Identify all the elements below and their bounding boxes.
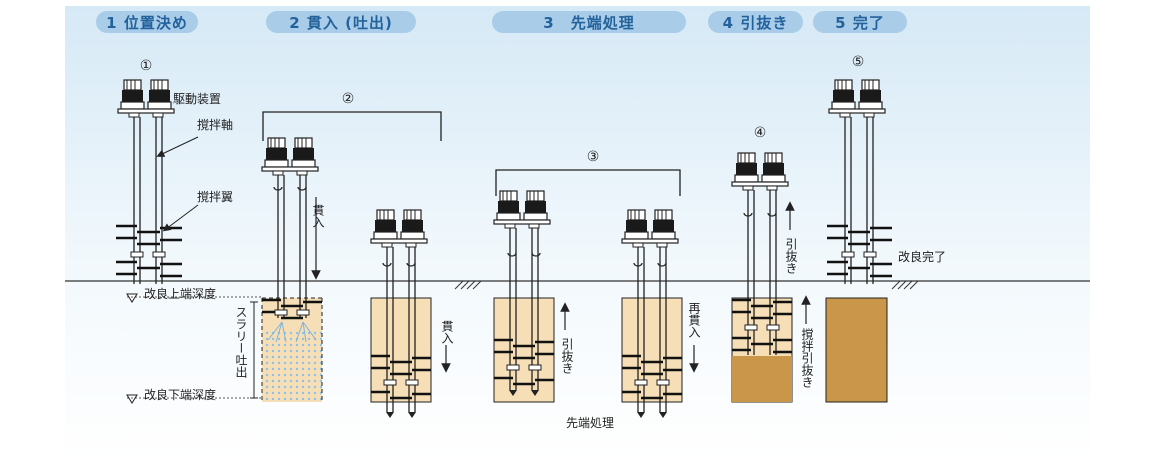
pullout-label-3: 引抜き xyxy=(560,338,574,374)
pullout-label-4: 引抜き xyxy=(784,238,798,274)
stir-pullout-label: 撹拌引抜き xyxy=(800,328,814,388)
bottom-depth-label: 改良下端深度 xyxy=(144,387,216,402)
mixing-blade-label: 撹拌翼 xyxy=(197,189,233,204)
step-5-tab: 5 完了 xyxy=(813,11,907,33)
stage5-machine xyxy=(827,79,892,284)
step-2-tab: 2 貫入 (吐出) xyxy=(266,11,416,33)
top-depth-label: 改良上端深度 xyxy=(144,286,216,301)
slurry-discharge-label: スラリー吐出 xyxy=(234,306,248,378)
stage5-number: ⑤ xyxy=(852,54,865,70)
stage1-machine xyxy=(116,79,199,284)
ground-hatch xyxy=(454,280,919,290)
stage2-number: ② xyxy=(342,91,355,107)
stage2a-machine xyxy=(261,137,322,343)
stage4-number: ④ xyxy=(754,125,767,141)
drive-unit-label: 駆動装置 xyxy=(173,92,221,106)
stage1-number: ① xyxy=(140,58,153,74)
repenetrate-label: 再貫入 xyxy=(687,302,701,338)
complete-label: 改良完了 xyxy=(898,249,946,264)
stage3b-machine xyxy=(621,209,699,418)
stage3-number: ③ xyxy=(587,149,600,165)
tip-treatment-label: 先端処理 xyxy=(566,416,614,430)
mixing-shaft-label: 撹拌軸 xyxy=(197,117,233,132)
bottom-depth-marker xyxy=(126,394,138,404)
stage4-machine xyxy=(731,152,811,355)
stage3a-machine xyxy=(493,190,570,396)
penetrate-label-1: 貫入 xyxy=(311,204,325,228)
step-3-tab: 3 先端処理 xyxy=(492,11,686,33)
step-4-tab: 4 引抜き xyxy=(708,11,803,33)
penetrate-label-2: 貫入 xyxy=(440,320,454,344)
step-1-tab: 1 位置決め xyxy=(96,11,198,33)
stage2b-machine xyxy=(370,209,451,418)
top-depth-marker xyxy=(126,293,138,303)
